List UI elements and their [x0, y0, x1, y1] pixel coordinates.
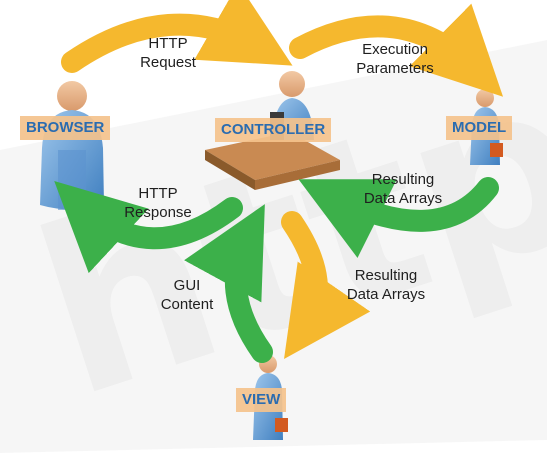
execution-parameters-arrow: [289, 3, 504, 97]
resulting-data-arrays-model-label: Resulting Data Arrays: [348, 170, 458, 208]
gui-content-label-line1: GUI: [173, 277, 201, 294]
gui-content-arrow: [184, 204, 273, 363]
resulting-data-arrays-view-arrow: [281, 211, 371, 360]
controller-label: CONTROLLER: [215, 118, 332, 142]
resulting-data-arrays-view-label: Resulting Data Arrays: [326, 266, 446, 304]
http-response-label-line2: Response: [124, 204, 192, 221]
model-label: MODEL: [446, 116, 513, 140]
resulting-data-arrays-view-label-line2: Data Arrays: [346, 286, 426, 303]
http-response-label: HTTP Response: [108, 184, 208, 222]
http-request-arrow: [61, 0, 293, 73]
browser-person-icon: [40, 81, 104, 210]
resulting-data-arrays-model-label-line2: Data Arrays: [363, 190, 443, 207]
gui-content-label-line2: Content: [160, 296, 214, 313]
resulting-data-arrays-model-arrow: [298, 177, 499, 258]
execution-parameters-label-line1: Execution: [362, 41, 428, 58]
execution-parameters-label-line2: Parameters: [356, 60, 434, 77]
http-request-label: HTTP Request: [128, 34, 208, 72]
http-response-label-line1: HTTP: [138, 185, 178, 202]
execution-parameters-label: Execution Parameters: [340, 40, 450, 78]
resulting-data-arrays-view-label-line1: Resulting: [354, 267, 418, 284]
http-request-label-line2: Request: [140, 54, 196, 71]
http-request-label-line1: HTTP: [148, 35, 188, 52]
browser-label: BROWSER: [20, 116, 111, 140]
gui-content-label: GUI Content: [152, 276, 222, 314]
resulting-data-arrays-model-label-line1: Resulting: [371, 171, 435, 188]
view-label: VIEW: [236, 388, 287, 412]
